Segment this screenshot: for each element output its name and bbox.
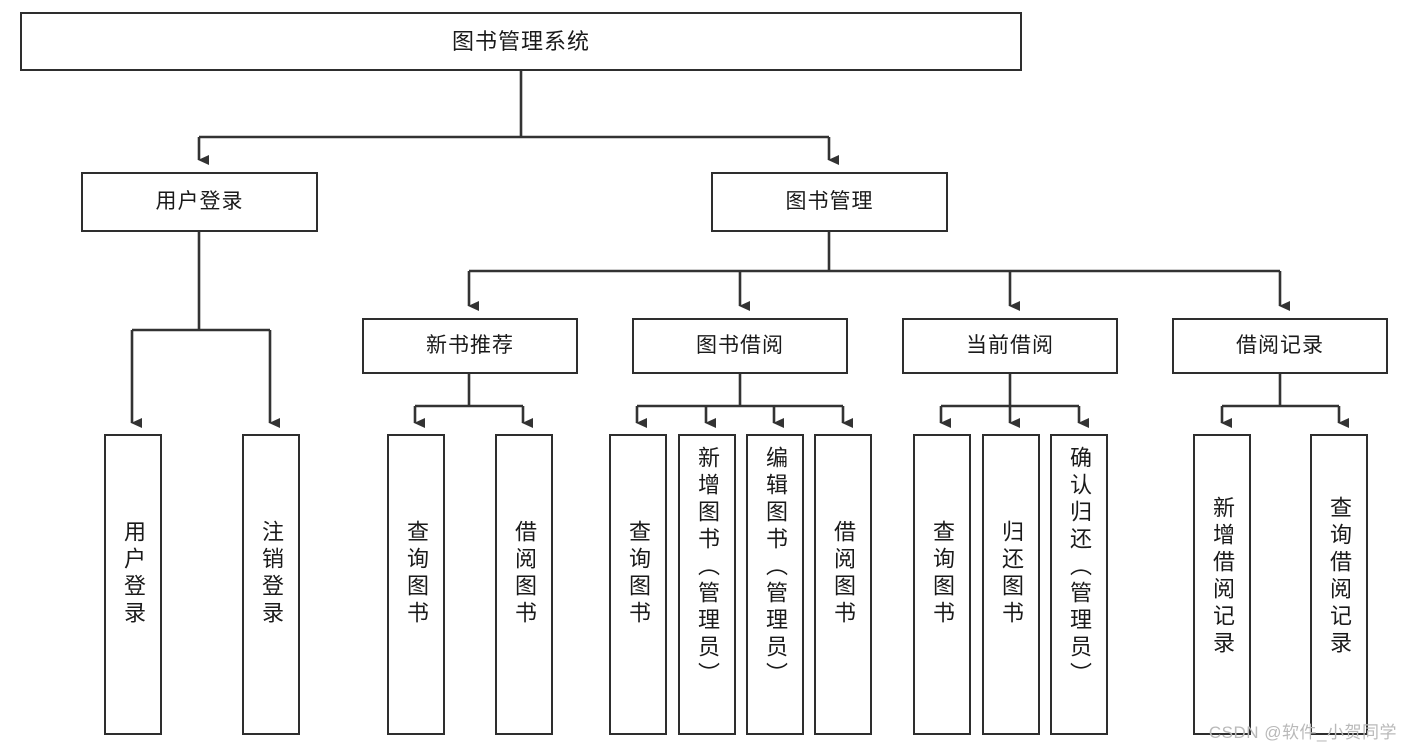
node-borrow-record[interactable]: 借阅记录 xyxy=(1172,318,1388,374)
leaf-borrow-book-2-label: 借阅图书 xyxy=(831,520,856,628)
node-book-borrow[interactable]: 图书借阅 xyxy=(632,318,848,374)
node-borrow-record-label: 借阅记录 xyxy=(1236,333,1324,357)
node-new-book-recommend[interactable]: 新书推荐 xyxy=(362,318,578,374)
leaf-user-logout[interactable]: 注销登录 xyxy=(242,434,300,735)
leaf-query-book-2[interactable]: 查询图书 xyxy=(609,434,667,735)
leaf-confirm-return[interactable]: 确认归还（管理员） xyxy=(1050,434,1108,735)
leaf-add-book-label: 新增图书（管理员） xyxy=(695,446,720,689)
leaf-return-book-label: 归还图书 xyxy=(999,520,1024,628)
node-current-borrow-label: 当前借阅 xyxy=(966,333,1054,357)
node-user-login[interactable]: 用户登录 xyxy=(81,172,318,232)
node-root-label: 图书管理系统 xyxy=(451,28,590,54)
leaf-query-book-2-label: 查询图书 xyxy=(626,520,651,628)
leaf-edit-book[interactable]: 编辑图书（管理员） xyxy=(746,434,804,735)
leaf-user-login-label: 用户登录 xyxy=(121,520,146,628)
node-root[interactable]: 图书管理系统 xyxy=(20,12,1022,71)
leaf-add-record-label: 新增借阅记录 xyxy=(1210,496,1235,658)
watermark: CSDN @软件_小贺同学 xyxy=(1208,723,1397,742)
node-user-login-label: 用户登录 xyxy=(155,189,244,213)
leaf-borrow-book-1-label: 借阅图书 xyxy=(512,520,537,628)
leaf-add-book[interactable]: 新增图书（管理员） xyxy=(678,434,736,735)
leaf-borrow-book-1[interactable]: 借阅图书 xyxy=(495,434,553,735)
leaf-edit-book-label: 编辑图书（管理员） xyxy=(763,446,788,689)
leaf-user-login[interactable]: 用户登录 xyxy=(104,434,162,735)
leaf-query-book-3[interactable]: 查询图书 xyxy=(913,434,971,735)
leaf-query-record[interactable]: 查询借阅记录 xyxy=(1310,434,1368,735)
leaf-user-logout-label: 注销登录 xyxy=(259,520,284,628)
node-book-manage[interactable]: 图书管理 xyxy=(711,172,948,232)
leaf-borrow-book-2[interactable]: 借阅图书 xyxy=(814,434,872,735)
node-current-borrow[interactable]: 当前借阅 xyxy=(902,318,1118,374)
node-new-book-recommend-label: 新书推荐 xyxy=(426,333,514,357)
leaf-query-record-label: 查询借阅记录 xyxy=(1327,496,1352,658)
leaf-query-book-1-label: 查询图书 xyxy=(404,520,429,628)
leaf-confirm-return-label: 确认归还（管理员） xyxy=(1067,446,1092,689)
leaf-query-book-3-label: 查询图书 xyxy=(930,520,955,628)
node-book-borrow-label: 图书借阅 xyxy=(696,333,784,357)
node-book-manage-label: 图书管理 xyxy=(785,189,874,213)
leaf-add-record[interactable]: 新增借阅记录 xyxy=(1193,434,1251,735)
leaf-return-book[interactable]: 归还图书 xyxy=(982,434,1040,735)
leaf-query-book-1[interactable]: 查询图书 xyxy=(387,434,445,735)
